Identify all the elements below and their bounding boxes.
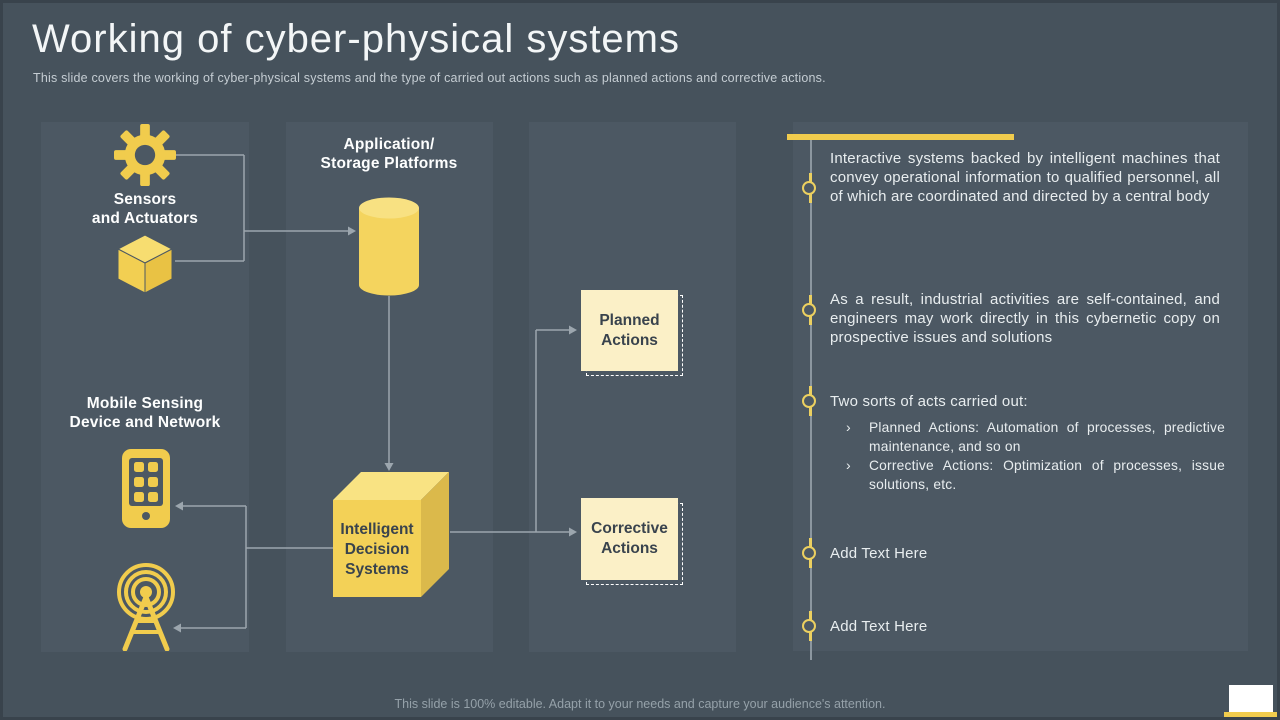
marker-ring [802,393,816,408]
timeline-item-3-text: Two sorts of acts carried out: [830,393,1028,410]
timeline-item-2-text: As a result, industrial activities are s… [830,291,1220,346]
corrective-actions-box: Corrective Actions [581,498,678,580]
accent-bar [787,134,1014,140]
decision-box-icon [333,472,449,597]
cube-icon [116,234,174,294]
planned-actions-box: Planned Actions [581,290,678,371]
logo-accent-bar [1224,712,1277,717]
add-text-placeholder-1[interactable]: Add Text Here [830,545,928,562]
mobile-phone-icon [122,449,170,528]
page-subtitle: This slide covers the working of cyber-p… [33,71,826,85]
intelligent-decision-systems-label: Intelligent Decision Systems [340,521,414,578]
timeline-marker [799,386,821,416]
timeline-marker [799,295,821,325]
storage-platforms-label: Application/ Storage Platforms [320,136,458,172]
timeline-item-3: Two sorts of acts carried out: › Planned… [830,392,1225,494]
database-cylinder-icon [359,197,419,296]
sensors-actuators-label: Sensors and Actuators [91,191,199,227]
marker-ring [802,180,816,195]
bullet-corrective-actions: › Corrective Actions: Optimization of pr… [830,456,1225,494]
timeline-item-1-text: Interactive systems backed by intelligen… [830,150,1220,205]
timeline-marker [799,611,821,641]
bullet-text: Planned Actions: Automation of processes… [869,420,1225,454]
timeline-item-3-bullets: › Planned Actions: Automation of process… [830,418,1225,494]
timeline-marker [799,538,821,568]
bullet-text: Corrective Actions: Optimization of proc… [869,458,1225,492]
chevron-bullet-icon: › [846,457,851,473]
timeline-marker [799,173,821,203]
planned-actions-label: Planned Actions [599,311,660,349]
marker-ring [802,302,816,317]
page-title: Working of cyber-physical systems [32,17,680,61]
corrective-actions-label: Corrective Actions [591,520,668,557]
footer-note: This slide is 100% editable. Adapt it to… [394,697,886,711]
add-text-placeholder-2[interactable]: Add Text Here [830,618,928,635]
logo-placeholder [1229,685,1273,712]
gear-icon [114,124,176,186]
panel-description [793,122,1248,651]
marker-ring [802,618,816,633]
chevron-bullet-icon: › [846,419,851,435]
marker-ring [802,545,816,560]
broadcast-tower-icon [117,563,175,651]
mobile-sensing-label: Mobile Sensing Device and Network [69,395,221,431]
bullet-planned-actions: › Planned Actions: Automation of process… [830,418,1225,456]
